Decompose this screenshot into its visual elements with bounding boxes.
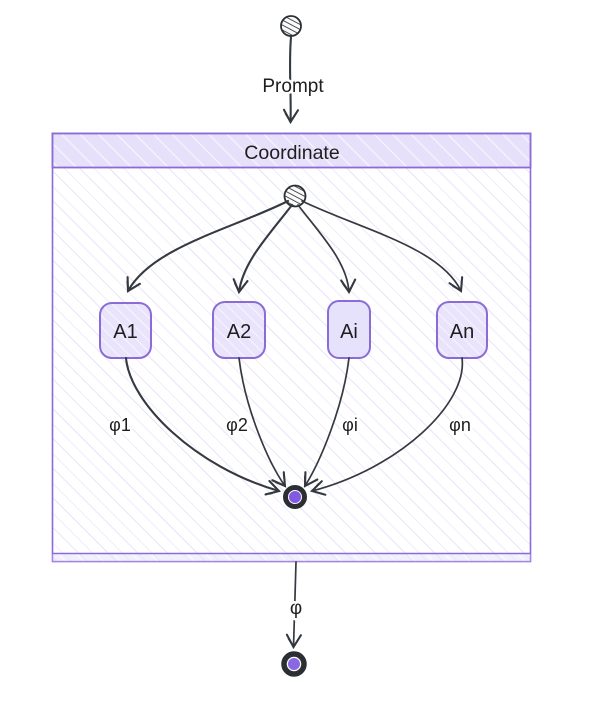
edge-label-phin: φn <box>449 415 471 435</box>
agent-label-a2: A2 <box>227 321 251 343</box>
edge-label-phii: φi <box>342 415 358 435</box>
agent-box-a1: A1 <box>99 302 152 359</box>
coordinate-title: Coordinate <box>244 142 339 164</box>
merge-arrow-a1 <box>124 356 282 496</box>
agent-box-an: An <box>436 301 488 359</box>
fanout-arrow-an <box>301 200 464 293</box>
output-label: φ <box>290 598 302 619</box>
prompt-arrow <box>282 35 300 125</box>
merge-node-icon <box>283 485 307 509</box>
merge-arrow-ai <box>303 357 350 488</box>
edge-label-phi2: φ2 <box>226 415 248 435</box>
coordinate-footer-band <box>52 553 531 562</box>
fanout-arrow-a1 <box>126 199 290 293</box>
fanout-arrow-a2 <box>232 203 294 295</box>
agent-label-an: An <box>450 321 474 343</box>
output-arrow <box>285 561 302 650</box>
coordinate-header <box>51 132 532 169</box>
start-node-icon <box>280 15 302 37</box>
prompt-label: Prompt <box>262 76 324 97</box>
fanout-node-icon <box>283 184 307 208</box>
agent-label-ai: Ai <box>340 321 358 343</box>
merge-arrow-an <box>309 357 464 496</box>
agent-box-ai: Ai <box>327 300 371 359</box>
fanout-arrow-ai <box>297 204 357 295</box>
final-node-icon <box>281 651 307 677</box>
agent-label-a1: A1 <box>113 321 137 343</box>
agent-box-a2: A2 <box>212 301 266 359</box>
merge-arrow-a2 <box>238 357 287 488</box>
edge-label-phi1: φ1 <box>109 415 131 435</box>
